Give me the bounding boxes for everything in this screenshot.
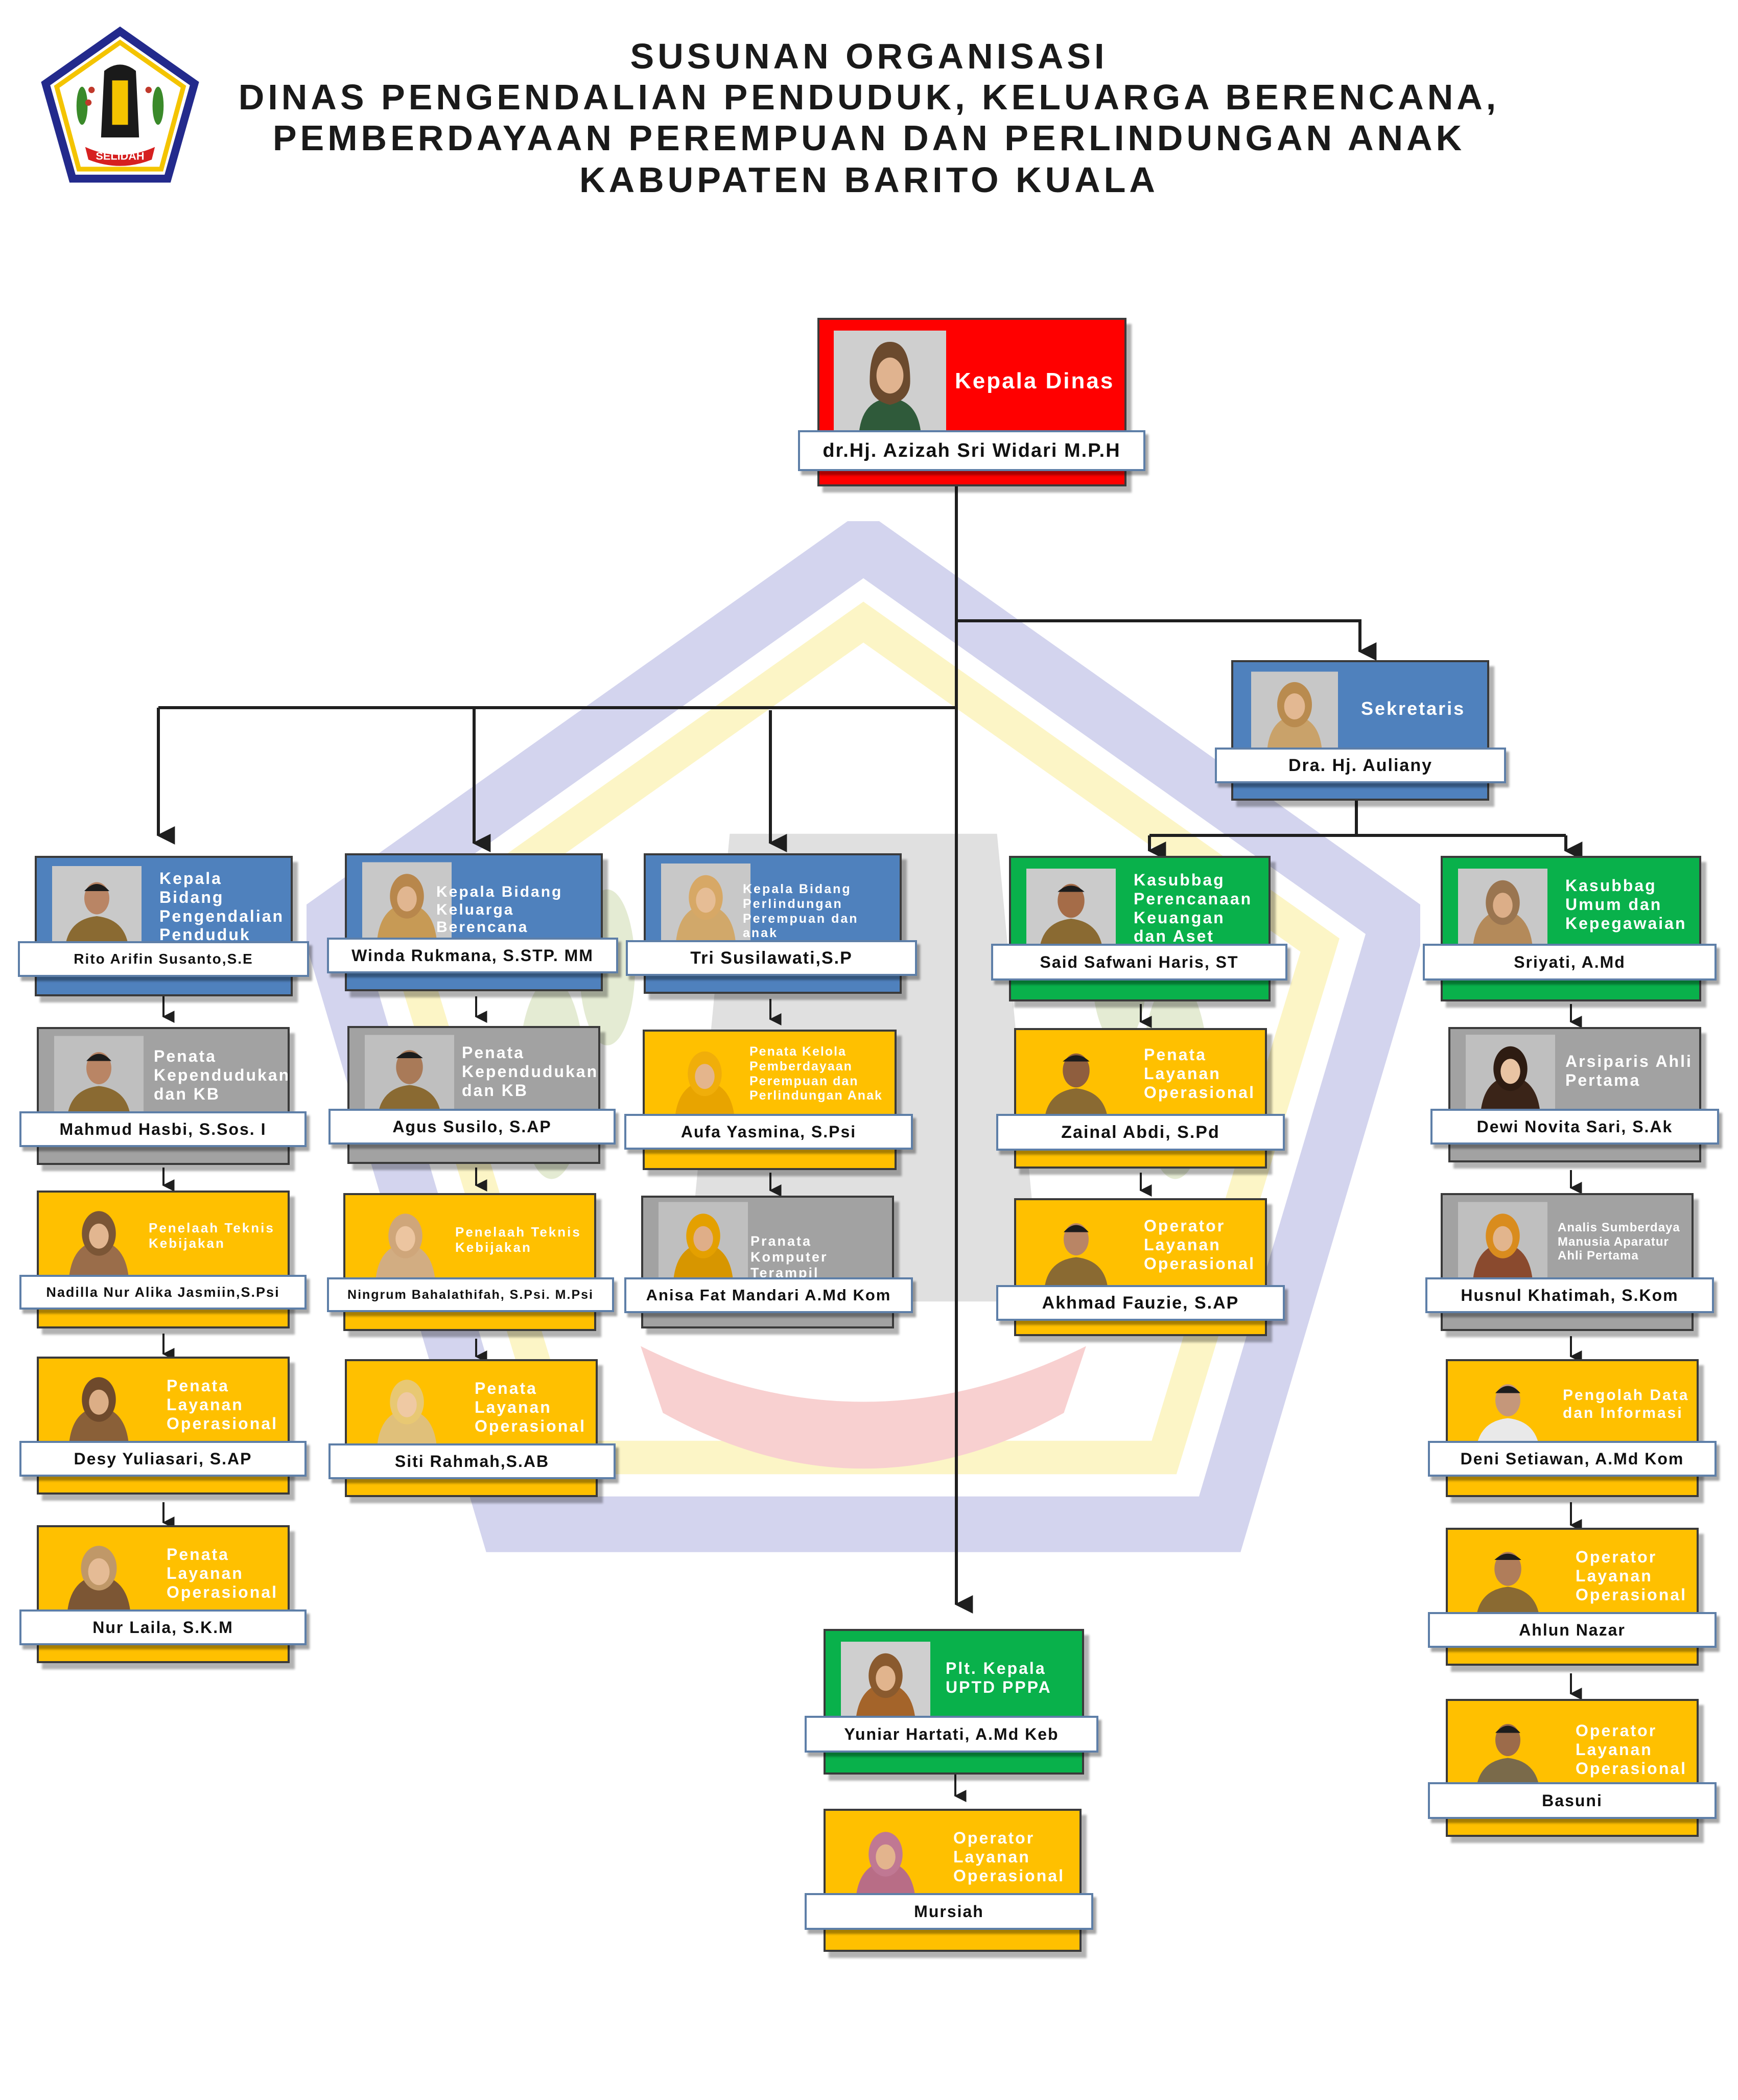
role-kasubbag-perencanaan: Kasubbag Perencanaan Keuangan dan Aset [1134,871,1253,946]
name-operator-uptd: Mursiah [805,1893,1093,1930]
photo-kasubbag-perencanaan [1026,858,1116,969]
person-photo-icon [1026,869,1116,958]
role-penata-layanan-2: Penata Layanan Operasional [167,1545,278,1601]
role-kabid-perlindungan: Kepala Bidang Perlindungan Perempuan dan… [743,882,859,941]
name-kepala-dinas: dr.Hj. Azizah Sri Widari M.P.H [798,430,1145,471]
photo-operator-2 [1463,1530,1553,1633]
role-penelaah-1: Penelaah Teknis Kebijakan [149,1220,275,1251]
title-line-4: KABUPATEN BARITO KUALA [579,160,1159,200]
role-sekretaris: Sekretaris [1361,698,1466,719]
role-penata-kependudukan-2: Penata Kependudukan dan KB [462,1043,599,1100]
role-arsiparis: Arsiparis Ahli Pertama [1565,1052,1693,1089]
role-uptd: Plt. Kepala UPTD PPPA [946,1659,1052,1696]
title-line-2: DINAS PENGENDALIAN PENDUDUK, KELUARGA BE… [238,77,1500,117]
card-operator-uptd[interactable]: Operator Layanan Operasional [824,1809,1082,1952]
name-kasubbag-perencanaan: Said Safwani Haris, ST [991,944,1287,981]
name-penelaah-2: Ningrum Bahalathifah, S.Psi. M.Psi [327,1277,614,1312]
role-penelaah-2: Penelaah Teknis Kebijakan [455,1224,581,1255]
role-analis: Analis Sumberdaya Manusia Aparatur Ahli … [1558,1221,1680,1263]
photo-pranata-komputer [659,1198,748,1296]
role-pengolah-data: Pengolah Data dan Informasi [1563,1387,1689,1421]
role-kabid-pengendalian: Kepala Bidang Pengendalian Penduduk [159,869,285,944]
role-penata-layanan-4: Penata Layanan Operasional [1144,1045,1255,1102]
name-kasubbag-umum: Sriyati, A.Md [1423,944,1717,981]
name-arsiparis: Dewi Novita Sari, S.Ak [1430,1109,1719,1145]
role-penata-kependudukan-1: Penata Kependudukan dan KB [154,1047,290,1103]
name-penata-kelola: Aufa Yasmina, S.Psi [624,1114,913,1150]
name-penata-layanan-3: Siti Rahmah,S.AB [328,1443,616,1479]
name-uptd: Yuniar Hartati, A.Md Keb [805,1716,1098,1753]
role-pranata-komputer: Pranata Komputer Terampil [750,1233,828,1281]
card-uptd[interactable]: Plt. Kepala UPTD PPPA [824,1629,1084,1775]
name-operator-3: Basuni [1428,1782,1717,1819]
person-photo-icon [362,862,452,952]
role-penata-layanan-3: Penata Layanan Operasional [475,1379,586,1435]
title-line-1: SUSUNAN ORGANISASI [630,36,1108,76]
role-operator-1: Operator Layanan Operasional [1144,1217,1255,1273]
name-kabid-perlindungan: Tri Susilawati,S.P [626,940,917,976]
selidah-logo: SELIDAH [41,27,199,183]
name-operator-1: Akhmad Fauzie, S.AP [996,1285,1285,1321]
person-photo-icon [1463,1536,1553,1626]
role-operator-2: Operator Layanan Operasional [1576,1548,1687,1604]
name-analis: Husnul Khatimah, S.Kom [1425,1277,1714,1313]
person-photo-icon [54,1534,144,1624]
role-kabid-kb: Kepala Bidang Keluarga Berencana [436,883,563,936]
name-kabid-pengendalian: Rito Arifin Susanto,S.E [18,941,309,977]
card-analis[interactable]: Analis Sumberdaya Manusia Aparatur Ahli … [1441,1193,1694,1331]
name-penata-layanan-1: Desy Yuliasari, S.AP [19,1441,307,1477]
role-penata-layanan-1: Penata Layanan Operasional [167,1376,278,1433]
name-pranata-komputer: Anisa Fat Mandari A.Md Kom [624,1277,913,1313]
role-kasubbag-umum: Kasubbag Umum dan Kepegawaian [1565,876,1687,932]
role-penata-kelola: Penata Kelola Pemberdayaan Perempuan dan… [749,1044,883,1103]
role-operator-3: Operator Layanan Operasional [1576,1721,1687,1778]
person-photo-icon [659,1202,748,1292]
name-penata-kependudukan-2: Agus Susilo, S.AP [328,1109,616,1145]
role-kepala-dinas: Kepala Dinas [955,368,1115,393]
name-pengolah-data: Deni Setiawan, A.Md Kom [1428,1441,1717,1477]
name-penelaah-1: Nadilla Nur Alika Jasmiin,S.Psi [19,1275,307,1310]
photo-penata-layanan-2 [54,1527,144,1630]
role-operator-uptd: Operator Layanan Operasional [953,1829,1065,1885]
logo-text: SELIDAH [96,149,144,162]
name-penata-layanan-2: Nur Laila, S.K.M [19,1609,307,1645]
title-line-3: PEMBERDAYAAN PEREMPUAN DAN PERLINDUNGAN … [272,118,1466,158]
name-penata-layanan-4: Zainal Abdi, S.Pd [996,1114,1285,1151]
name-penata-kependudukan-1: Mahmud Hasbi, S.Sos. I [19,1111,307,1147]
photo-kabid-kb [362,855,452,959]
name-kabid-kb: Winda Rukmana, S.STP. MM [327,938,618,973]
name-operator-2: Ahlun Nazar [1428,1612,1717,1648]
name-sekretaris: Dra. Hj. Auliany [1215,748,1506,783]
